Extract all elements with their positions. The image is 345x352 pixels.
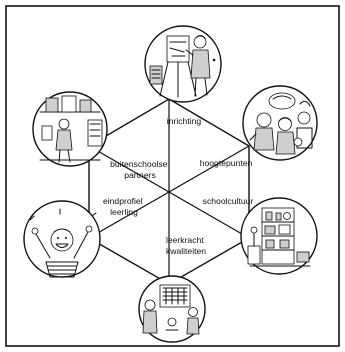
person-drawing-at-easel-icon bbox=[144, 25, 222, 103]
hexagon-spokes bbox=[88, 99, 250, 284]
label-inrichting: inrichting bbox=[167, 116, 202, 126]
group-celebrating-icon bbox=[242, 85, 318, 161]
label-leerkracht-kwaliteiten: leerkracht kwaliteiten bbox=[166, 235, 206, 256]
teacher-at-board-icon bbox=[138, 275, 206, 343]
label-eindprofiel-leerling: eindprofiel leerling bbox=[103, 196, 145, 217]
cheering-child-icon bbox=[23, 200, 101, 278]
outer-frame bbox=[5, 5, 340, 347]
cupboard-with-objects-icon bbox=[240, 197, 318, 275]
label-buitenschoolse-partners: buitenschoolse partners bbox=[110, 159, 170, 180]
label-hoogtepunten: hoogtepunten bbox=[200, 158, 253, 168]
visitor-in-gallery-icon bbox=[32, 91, 108, 167]
label-schoolcultuur: schoolcultuur bbox=[203, 196, 254, 206]
